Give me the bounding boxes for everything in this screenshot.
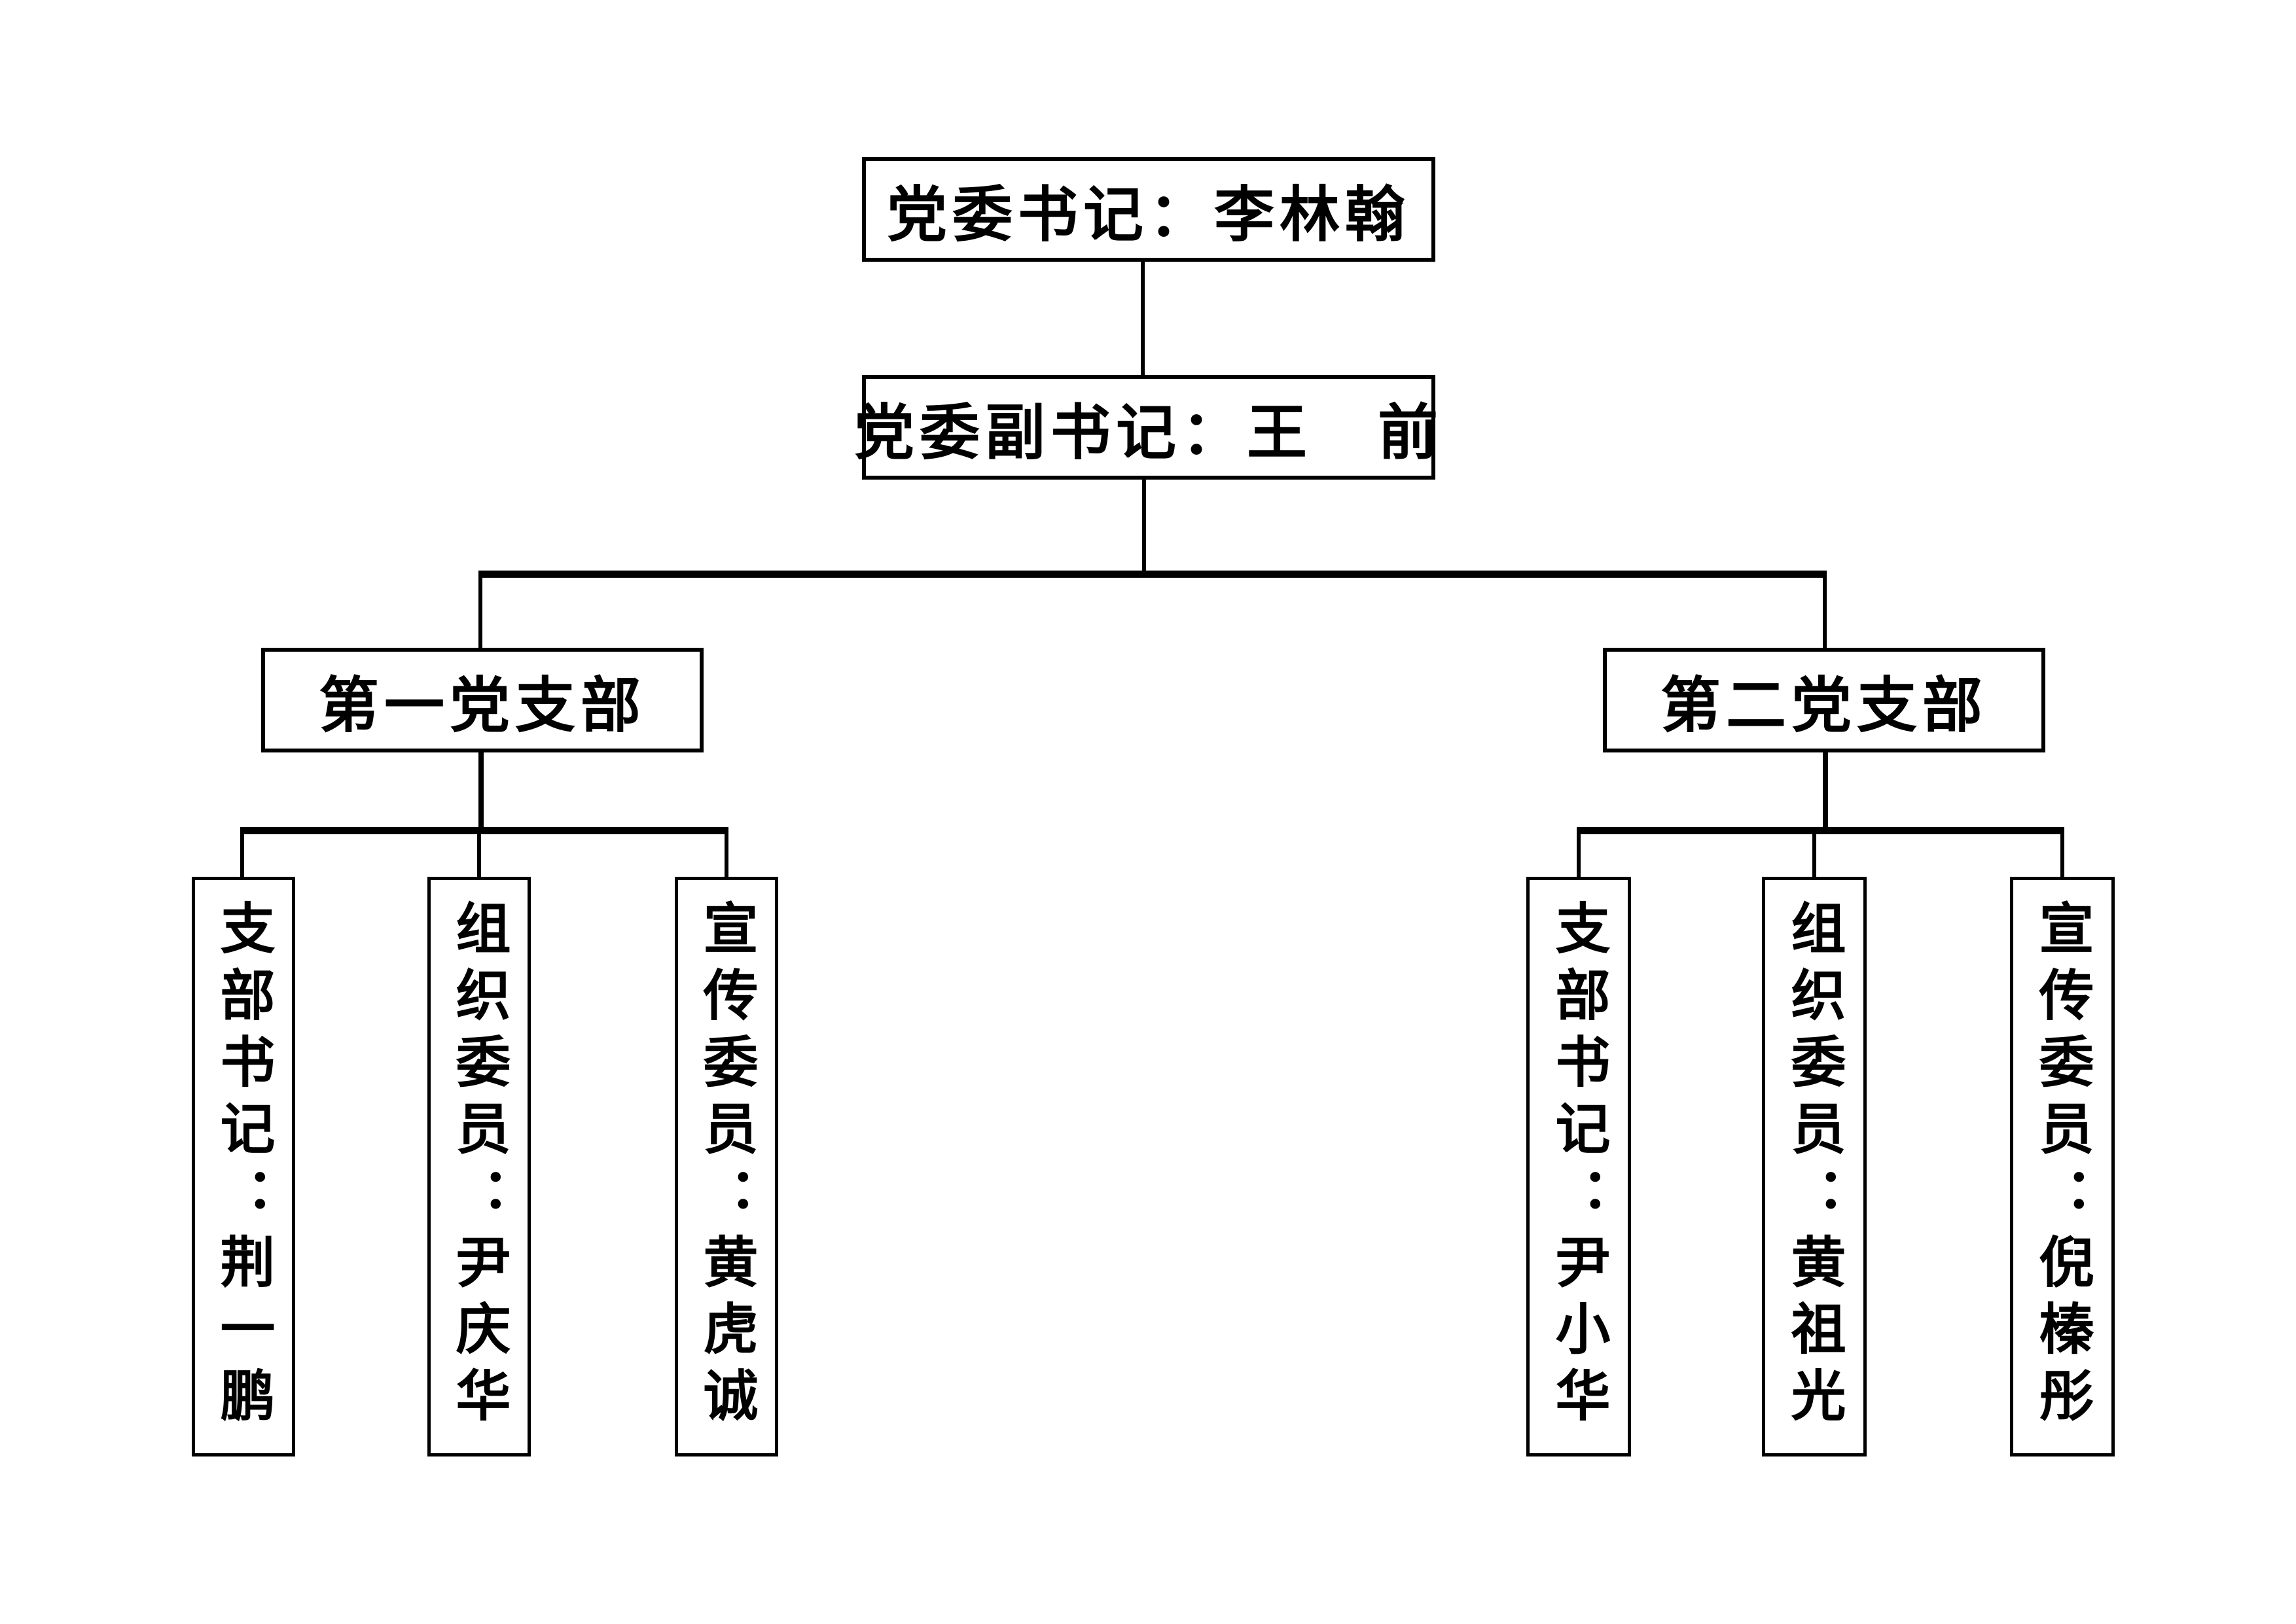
node-deputy-secretary: 党委副书记：王 前 (854, 375, 1438, 480)
node-party-secretary: 党委书记：李林翰 (862, 157, 1435, 262)
node-branch1-member-publicity: 宣传委员：黄虎诚 (675, 877, 778, 1456)
connector-secretary-deputy (1141, 260, 1145, 378)
connector-branch1-trunk (478, 751, 484, 834)
connector-members-bar-2 (1577, 827, 2064, 834)
connector-members-bar-1 (240, 827, 728, 834)
connector-drop-branch2-member2 (1812, 827, 1816, 881)
connector-branch2-trunk (1823, 751, 1828, 834)
connector-drop-branch-2 (1823, 571, 1827, 650)
connector-deputy-trunk (1142, 478, 1146, 574)
connector-drop-branch1-member1 (240, 827, 244, 881)
connector-branches-bar (478, 571, 1827, 578)
connector-drop-branch-1 (478, 571, 482, 650)
connector-drop-branch2-member1 (1577, 827, 1581, 881)
connector-drop-branch2-member3 (2060, 827, 2064, 881)
connector-drop-branch1-member3 (725, 827, 728, 881)
node-branch2-member-organization: 组织委员：黄祖光 (1762, 877, 1867, 1456)
node-branch2-member-secretary: 支部书记：尹小华 (1526, 877, 1631, 1456)
connector-drop-branch1-member2 (477, 827, 481, 881)
node-branch-1: 第一党支部 (261, 648, 704, 752)
node-branch2-member-publicity: 宣传委员：倪榛彤 (2010, 877, 2115, 1456)
node-branch1-member-organization: 组织委员：尹庆华 (427, 877, 531, 1456)
node-branch1-member-secretary: 支部书记：荆一鹏 (192, 877, 295, 1456)
node-branch-2: 第二党支部 (1603, 648, 2045, 752)
